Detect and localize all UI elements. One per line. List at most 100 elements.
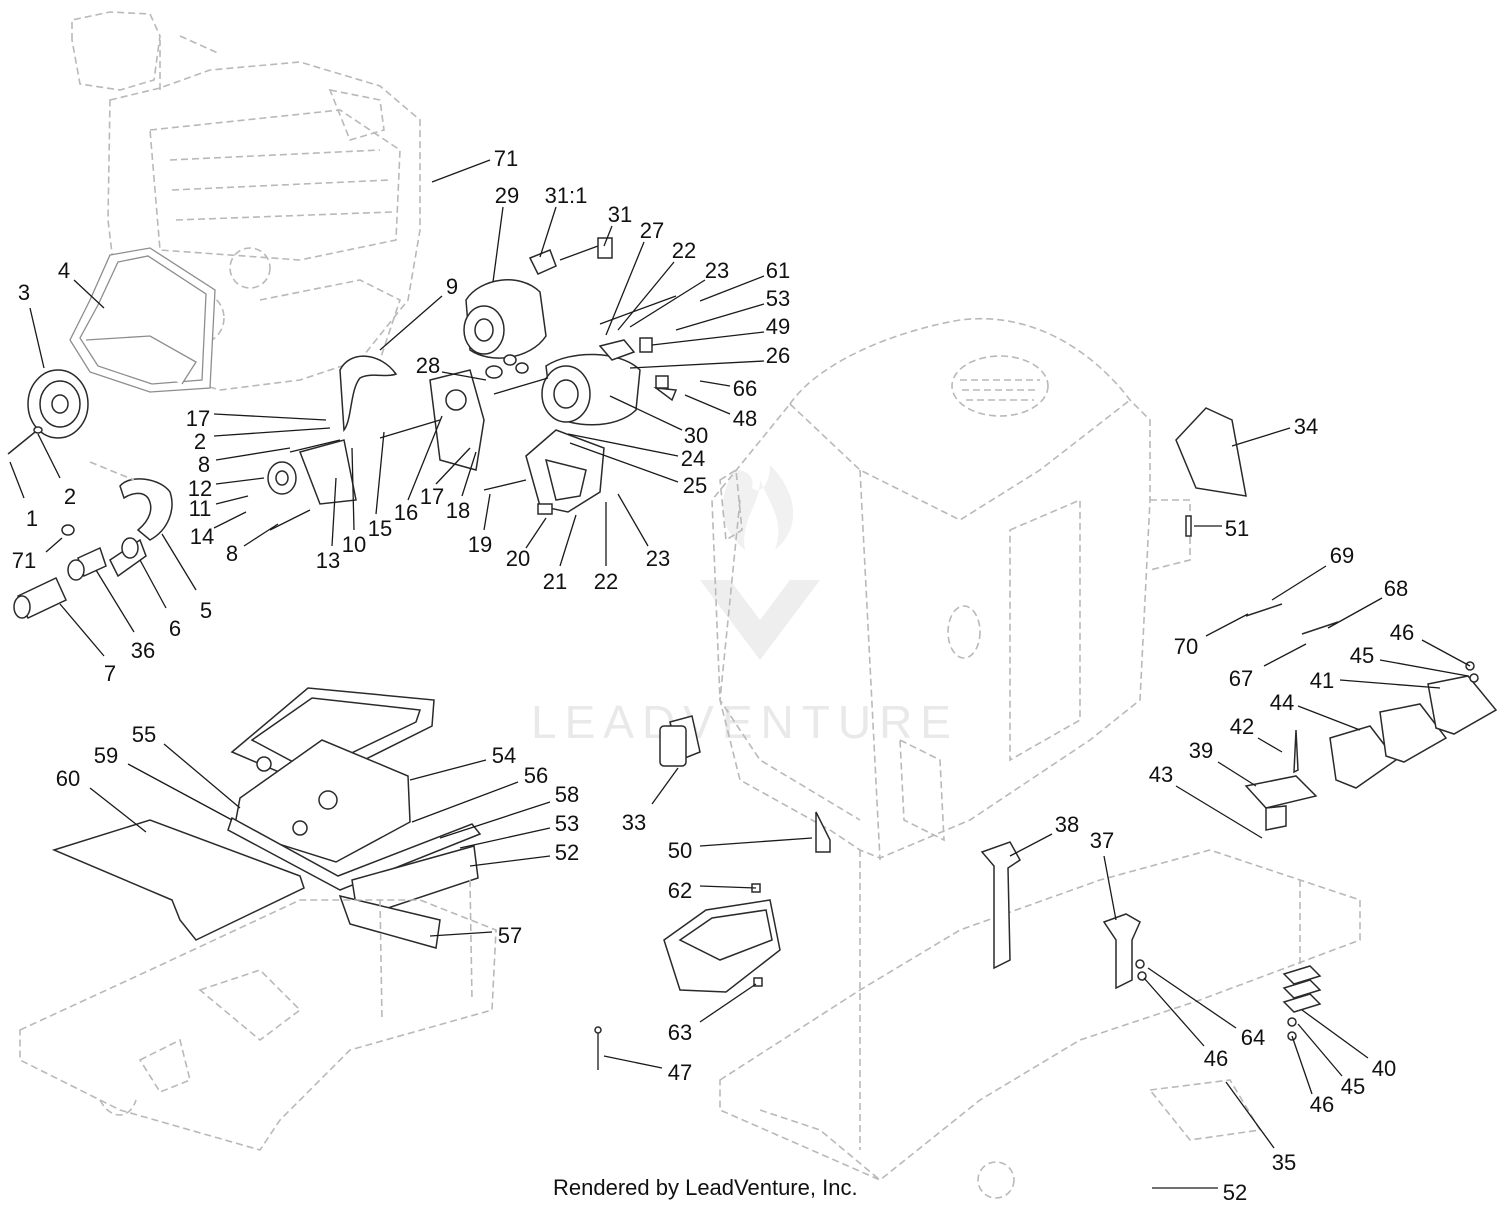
bracket-50 [815, 811, 861, 1150]
drive-belts [69, 247, 216, 393]
leader-line-c64 [1147, 967, 1237, 1029]
callout-c3: 3 [18, 280, 30, 305]
callout-c2b: 2 [64, 484, 76, 509]
leader-line-c63 [699, 983, 757, 1023]
callout-c45a: 45 [1350, 643, 1374, 668]
callout-c29: 29 [495, 183, 519, 208]
storage-box [594, 883, 781, 1070]
leader-line-c69 [1271, 565, 1327, 601]
callout-c46c: 46 [1310, 1092, 1334, 1117]
callout-c35: 35 [1272, 1150, 1296, 1175]
callout-c12: 12 [188, 476, 212, 501]
callout-c16: 16 [394, 500, 418, 525]
watermark: LEADVENTURE [531, 465, 951, 748]
callout-c49: 49 [766, 314, 790, 339]
callout-c30: 30 [684, 423, 708, 448]
leader-line-c68 [1327, 597, 1383, 629]
callout-c58: 58 [555, 782, 579, 807]
floor-plates [51, 687, 482, 949]
leader-line-c54 [409, 759, 487, 781]
leader-line-c46b [1143, 977, 1205, 1047]
leader-line-c46c [1291, 1035, 1313, 1095]
belt-tensioner [267, 355, 485, 531]
leader-line-c14 [213, 511, 247, 529]
callout-c71b: 71 [12, 548, 36, 573]
leader-line-c45a [1379, 659, 1469, 677]
leader-line-c17b [435, 447, 471, 485]
callout-c40: 40 [1372, 1056, 1396, 1081]
leader-line-c30 [609, 395, 683, 431]
leader-line-c2b [37, 433, 61, 479]
callout-c51: 51 [1225, 516, 1249, 541]
callout-c55: 55 [132, 722, 156, 747]
leader-line-c6 [139, 559, 167, 609]
leader-line-c19 [483, 493, 491, 531]
leader-line-c8b [243, 523, 279, 547]
callout-c8b: 8 [226, 541, 238, 566]
callout-c67: 67 [1229, 666, 1253, 691]
leader-line-c12 [215, 477, 265, 485]
mirror-34 [1175, 407, 1247, 497]
leader-line-c44 [1297, 705, 1361, 731]
callout-c1: 1 [26, 506, 38, 531]
leader-line-c35 [1225, 1081, 1275, 1149]
leader-line-c13 [331, 477, 337, 547]
leader-line-c41 [1339, 679, 1441, 689]
leader-line-c18 [461, 451, 477, 497]
leader-line-c23b [617, 493, 649, 547]
callout-c63: 63 [668, 1020, 692, 1045]
callout-c23b: 23 [646, 546, 670, 571]
callout-c60: 60 [56, 766, 80, 791]
callout-c50: 50 [668, 838, 692, 863]
leader-line-c61 [699, 275, 765, 302]
callout-c19: 19 [468, 532, 492, 557]
leader-line-c8a [215, 447, 291, 461]
callout-c10: 10 [342, 532, 366, 557]
callout-c2a: 2 [194, 429, 206, 454]
callout-c59: 59 [94, 743, 118, 768]
callout-c26: 26 [766, 343, 790, 368]
callout-c39: 39 [1189, 738, 1213, 763]
leader-line-c15 [375, 431, 385, 515]
leader-line-c57 [429, 931, 493, 937]
callout-c53b: 53 [555, 811, 579, 836]
leader-line-c53b [459, 827, 551, 849]
leader-line-c5 [161, 533, 197, 591]
callout-c52a: 52 [555, 840, 579, 865]
callout-c64: 64 [1241, 1025, 1265, 1050]
callout-c31: 31 [608, 202, 632, 227]
leader-line-c53a [675, 303, 765, 331]
leader-line-c42 [1257, 737, 1283, 753]
callout-c27: 27 [640, 218, 664, 243]
callout-c34: 34 [1294, 414, 1318, 439]
leader-line-c3 [29, 307, 45, 369]
callout-c57: 57 [498, 923, 522, 948]
engine-assembly [71, 11, 421, 391]
callout-c23a: 23 [705, 258, 729, 283]
leader-line-c16 [407, 415, 443, 501]
callout-c56: 56 [524, 763, 548, 788]
leader-line-c48 [684, 394, 731, 415]
leader-line-c1 [9, 461, 25, 499]
callout-c47: 47 [668, 1060, 692, 1085]
leader-line-c66 [699, 380, 731, 387]
callout-c48: 48 [733, 406, 757, 431]
callout-c31-1: 31:1 [545, 183, 588, 208]
leader-line-c38 [1009, 833, 1053, 857]
posts [980, 841, 1147, 990]
leader-line-c4 [73, 279, 105, 309]
leader-line-c50 [699, 837, 813, 847]
callout-c6: 6 [169, 616, 181, 641]
leader-line-c55 [163, 743, 241, 809]
shims-40 [1282, 965, 1322, 1041]
leader-line-c47 [603, 1055, 663, 1069]
callout-c53a: 53 [766, 286, 790, 311]
leader-line-c59 [127, 763, 233, 821]
leader-line-c49 [651, 331, 765, 346]
render-credit: Rendered by LeadVenture, Inc. [553, 1175, 858, 1200]
leader-line-c11 [215, 495, 249, 505]
leader-line-c23a [629, 279, 706, 328]
callout-c22a: 22 [672, 238, 696, 263]
